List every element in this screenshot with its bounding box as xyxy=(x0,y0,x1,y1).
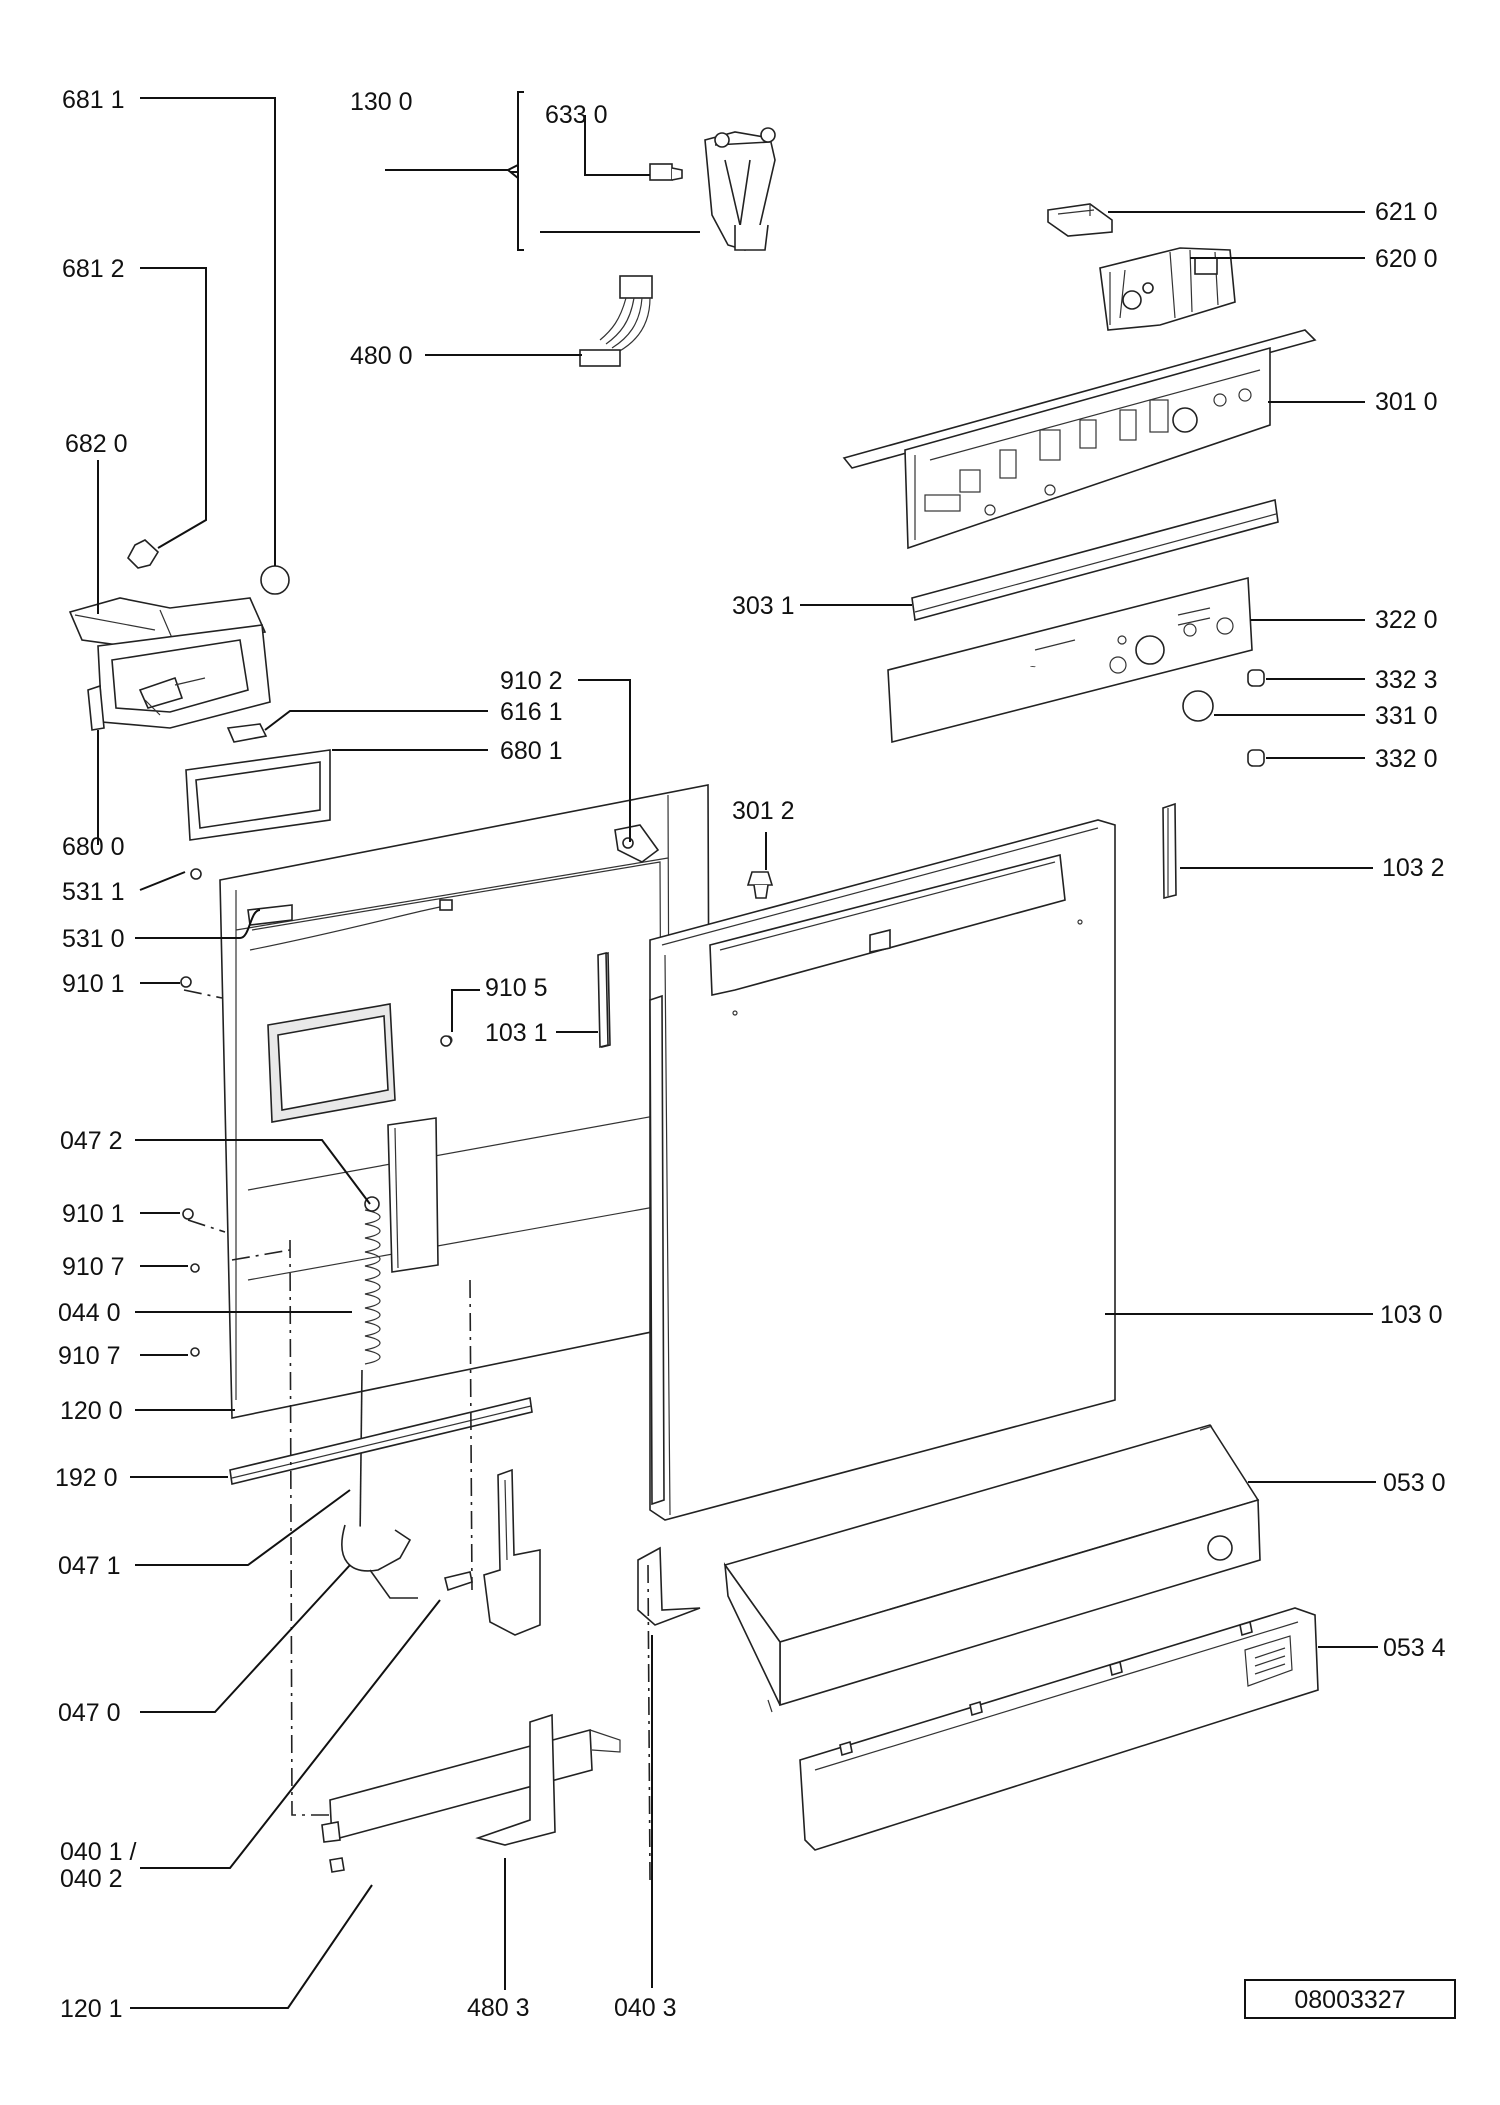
callout-040-1: 040 1 / xyxy=(60,1838,137,1866)
hinge-part xyxy=(341,1524,473,1599)
callout-910-1-upper: 910 1 xyxy=(62,970,125,998)
callout-044-0: 044 0 xyxy=(58,1299,121,1327)
wiring-harness-part xyxy=(579,275,653,367)
callout-053-0: 053 0 xyxy=(1383,1469,1446,1497)
callout-681-1: 681 1 xyxy=(62,86,125,114)
callout-480-0: 480 0 xyxy=(350,342,413,370)
fascia-panel-part: ~ xyxy=(887,576,1253,744)
inner-door-panel-part xyxy=(219,784,711,1419)
callout-053-4: 053 4 xyxy=(1383,1634,1446,1662)
callout-047-2: 047 2 xyxy=(60,1127,123,1155)
trim-strip-part xyxy=(911,498,1279,622)
callout-680-0: 680 0 xyxy=(62,833,125,861)
callout-130-0: 130 0 xyxy=(350,88,413,116)
callout-192-0: 192 0 xyxy=(55,1464,118,1492)
callout-682-0: 682 0 xyxy=(65,430,128,458)
assembly-axis-lines xyxy=(183,989,651,1881)
callout-910-5: 910 5 xyxy=(485,974,548,1002)
callout-301-0: 301 0 xyxy=(1375,388,1438,416)
callout-040-3: 040 3 xyxy=(614,1994,677,2022)
callout-621-0: 621 0 xyxy=(1375,198,1438,226)
bracket-616-part xyxy=(226,723,268,743)
callout-040-2: 040 2 xyxy=(60,1865,123,1893)
callout-047-0: 047 0 xyxy=(58,1699,121,1727)
callout-120-1: 120 1 xyxy=(60,1995,123,2023)
callout-332-3: 332 3 xyxy=(1375,666,1438,694)
drawing-number: 08003327 xyxy=(1294,1986,1405,2014)
clip-part xyxy=(746,871,774,899)
bracket-040-3-part xyxy=(637,1546,701,1626)
callout-910-7-lower: 910 7 xyxy=(58,1342,121,1370)
control-panel-part xyxy=(842,329,1317,550)
callout-103-1: 103 1 xyxy=(485,1019,548,1047)
screws xyxy=(180,868,452,1357)
side-strip-left-part xyxy=(597,951,609,1049)
callout-531-1: 531 1 xyxy=(62,878,125,906)
svg-text:~: ~ xyxy=(1030,662,1036,673)
dispenser-part xyxy=(68,539,271,731)
leader-lines xyxy=(97,91,1378,2009)
outer-door-panel-part xyxy=(649,819,1116,1521)
callout-103-2: 103 2 xyxy=(1382,854,1445,882)
callout-681-2: 681 2 xyxy=(62,255,125,283)
dispenser-gasket-part xyxy=(185,749,331,841)
rinse-aid-cap-part xyxy=(260,565,290,595)
drawing-number-box: 08003327 xyxy=(1244,1979,1456,2019)
callout-322-0: 322 0 xyxy=(1375,606,1438,634)
callout-labels: 681 1 130 0 633 0 681 2 621 0 620 0 480 … xyxy=(55,86,1446,2023)
plinth-trim-part xyxy=(799,1607,1319,1851)
callout-303-1: 303 1 xyxy=(732,592,795,620)
callout-910-1-lower: 910 1 xyxy=(62,1200,125,1228)
rail-part xyxy=(229,1397,533,1485)
callout-910-2: 910 2 xyxy=(500,667,563,695)
knob-parts xyxy=(1182,669,1265,767)
callout-910-7-upper: 910 7 xyxy=(62,1253,125,1281)
micro-switch-part xyxy=(1047,203,1113,237)
side-strip-right-part xyxy=(1162,802,1177,900)
callout-332-0: 332 0 xyxy=(1375,745,1438,773)
callout-301-2: 301 2 xyxy=(732,797,795,825)
callout-616-1: 616 1 xyxy=(500,698,563,726)
callout-103-0: 103 0 xyxy=(1380,1301,1443,1329)
callout-531-0: 531 0 xyxy=(62,925,125,953)
callout-633-0: 633 0 xyxy=(545,101,608,129)
callout-331-0: 331 0 xyxy=(1375,702,1438,730)
kickplate-part xyxy=(723,1424,1261,1713)
callout-480-3: 480 3 xyxy=(467,1994,530,2022)
door-lock-part xyxy=(649,127,776,251)
callout-047-1: 047 1 xyxy=(58,1552,121,1580)
lower-panel-part xyxy=(321,1713,621,1873)
callout-620-0: 620 0 xyxy=(1375,245,1438,273)
control-module-part xyxy=(1099,247,1236,331)
callout-680-1: 680 1 xyxy=(500,737,563,765)
callout-120-0: 120 0 xyxy=(60,1397,123,1425)
hinge-bracket-part xyxy=(483,1468,541,1636)
